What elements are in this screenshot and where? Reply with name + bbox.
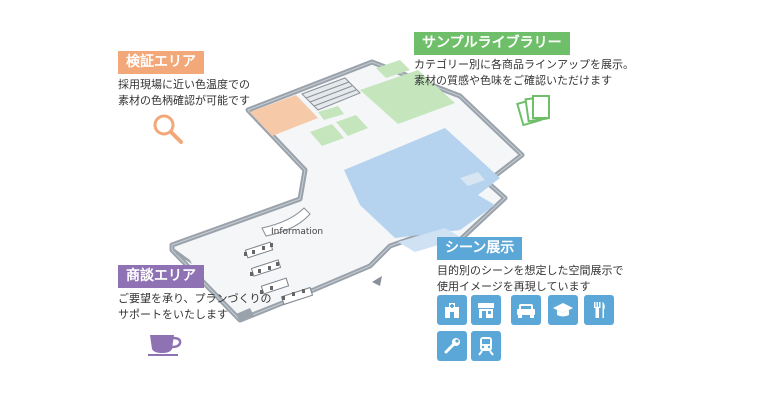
scene-line-1: 目的別のシーンを想定した空間展示で xyxy=(437,264,624,277)
verify-area-title: 検証エリア xyxy=(118,51,204,74)
stairs xyxy=(301,77,361,111)
hospital-icon xyxy=(437,295,467,325)
coffee-cup-icon xyxy=(148,335,182,356)
school-icon xyxy=(548,295,578,325)
sample-line-1: カテゴリー別に各商品ラインアップを展示。 xyxy=(414,58,634,71)
information-label: Information xyxy=(271,227,324,237)
dining-icon xyxy=(584,295,614,325)
information-desk xyxy=(261,207,311,237)
verify-line-1: 採用現場に近い色温度での xyxy=(118,78,250,91)
meeting-line-2: サポートをいたします xyxy=(118,308,228,321)
sample-line-2: 素材の質感や色味をご確認いただけます xyxy=(414,74,612,87)
scene-exhibition-title: シーン展示 xyxy=(437,237,523,260)
sample-library-zone xyxy=(360,70,455,124)
entrance-arrow xyxy=(372,276,382,286)
sample-cards-icon xyxy=(516,95,550,126)
meeting-area-title: 商談エリア xyxy=(118,265,204,288)
shop-icon xyxy=(471,295,501,325)
scene-line-2: 使用イメージを再現しています xyxy=(437,280,591,293)
magnifier-icon xyxy=(153,114,183,144)
sample-library-description: カテゴリー別に各商品ラインアップを展示。 素材の質感や色味をご確認いただけます xyxy=(414,57,634,89)
sample-library-title: サンプルライブラリー xyxy=(414,32,570,55)
meeting-area-description: ご要望を承り、プランづくりの サポートをいたします xyxy=(118,291,272,323)
tools-icon xyxy=(437,331,467,361)
car-icon xyxy=(511,295,541,325)
verify-area-zone xyxy=(250,95,318,136)
meeting-line-1: ご要望を承り、プランづくりの xyxy=(118,292,272,305)
scene-exhibition-description: 目的別のシーンを想定した空間展示で 使用イメージを再現しています xyxy=(437,263,623,295)
verify-line-2: 素材の色柄確認が可能です xyxy=(118,94,250,107)
train-icon xyxy=(471,331,501,361)
verify-area-description: 採用現場に近い色温度での 素材の色柄確認が可能です xyxy=(118,77,250,109)
scene-exhibition-zone xyxy=(344,128,500,238)
